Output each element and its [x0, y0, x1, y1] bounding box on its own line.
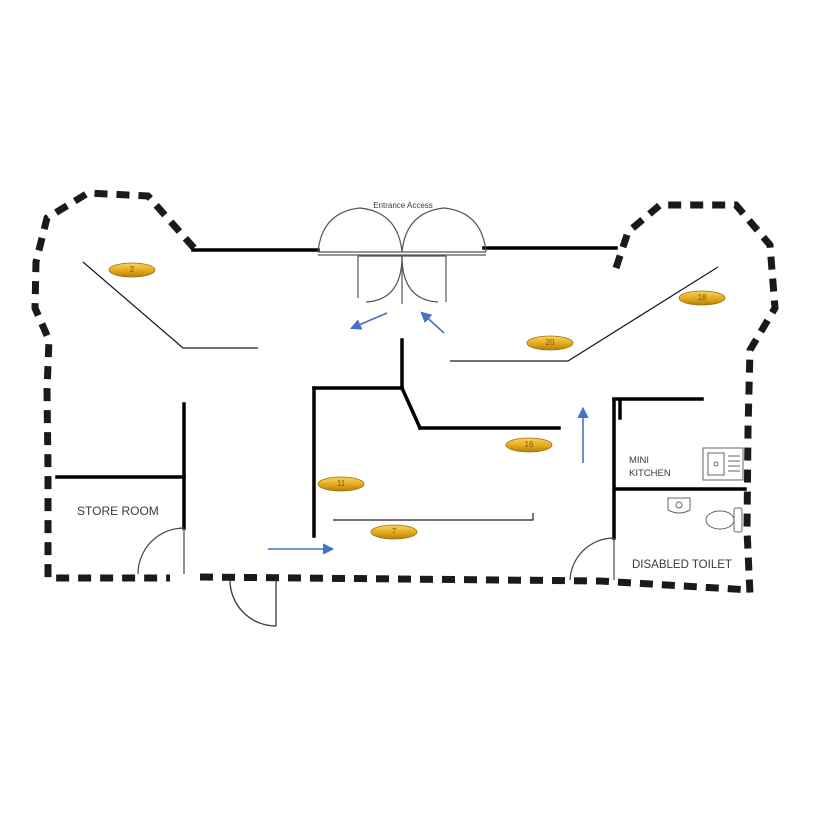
toilet-icon: [705, 507, 743, 533]
marker-2-label: 2: [130, 265, 135, 274]
washbasin-icon: [667, 497, 691, 514]
arrow-exit-left: [349, 312, 388, 330]
mini-kitchen-label-2: KITCHEN: [629, 468, 671, 479]
outer-boundary: [31, 189, 779, 595]
entrance-door-arc-right: [401, 207, 487, 253]
walls: [55, 246, 747, 540]
marker-18[interactable]: 18: [678, 290, 726, 306]
display-lines: [82, 261, 719, 521]
toilet-door: [569, 537, 615, 581]
mini-kitchen-label-1: MINI: [629, 455, 649, 466]
marker-16-label: 16: [525, 440, 534, 449]
display-bottom: [333, 513, 534, 521]
entrance-door-swing-right: [401, 255, 439, 303]
boundary-left: [31, 189, 197, 582]
exit-door: [229, 579, 277, 627]
marker-18-label: 18: [698, 293, 707, 302]
display-right: [450, 266, 719, 362]
boundary-bottom: [199, 573, 751, 594]
entrance-door-arc-left: [317, 207, 403, 253]
wall-center-diag: [399, 385, 423, 431]
direction-arrows: [268, 311, 589, 555]
marker-7-label: 7: [392, 527, 397, 536]
sink-icon: [702, 447, 744, 481]
marker-16[interactable]: 16: [505, 437, 553, 453]
marker-20[interactable]: 20: [526, 335, 574, 351]
store-room-door: [137, 527, 185, 575]
marker-2[interactable]: 2: [108, 262, 156, 278]
disabled-toilet-label: DISABLED TOILET: [632, 559, 732, 571]
arrow-enter: [420, 311, 445, 334]
store-room-label: STORE ROOM: [77, 504, 159, 518]
display-left: [82, 261, 258, 349]
marker-20-label: 20: [546, 338, 555, 347]
marker-11[interactable]: 11: [317, 476, 365, 492]
marker-7[interactable]: 7: [370, 524, 418, 540]
entrance-doors: [317, 207, 487, 304]
marker-11-label: 11: [337, 479, 346, 488]
boundary-right: [612, 201, 779, 595]
entrance-door-swing-left: [365, 255, 403, 303]
entrance-label: Entrance Access: [373, 201, 433, 210]
